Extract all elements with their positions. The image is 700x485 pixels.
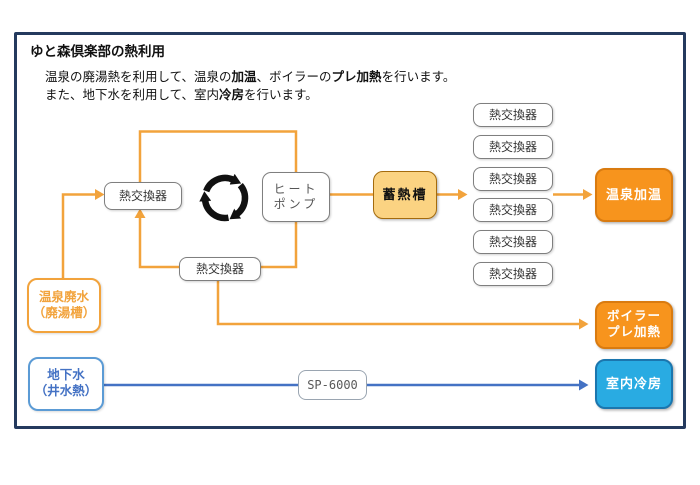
node-label: ボイラー: [606, 309, 661, 324]
node-label: 熱交換器: [488, 107, 537, 122]
node-heat-exchanger-left: 熱交換器: [104, 182, 182, 210]
node-label: ポンプ: [273, 197, 319, 211]
node-heat-storage-tank: 蓄熱槽: [373, 171, 437, 219]
node-heat-exchanger-column-4: 熱交換器: [473, 198, 553, 222]
node-label: 熱交換器: [118, 188, 167, 203]
node-label: （廃湯槽）: [32, 305, 96, 320]
line-waste-to-hx-left: [61, 189, 105, 278]
node-onsen-heating: 温泉加温: [595, 168, 673, 222]
page-border: [14, 32, 686, 429]
description-line-2: また、地下水を利用して、室内冷房を行います。: [45, 88, 318, 102]
node-room-cooling: 室内冷房: [595, 359, 673, 409]
node-label: SP-6000: [307, 377, 358, 392]
node-label: （井水熱）: [34, 384, 98, 398]
node-label: 熱交換器: [488, 139, 537, 154]
node-groundwater: 地下水 （井水熱）: [28, 357, 104, 411]
node-heat-exchanger-column-5: 熱交換器: [473, 230, 553, 254]
node-heat-exchanger-column-1: 熱交換器: [473, 103, 553, 127]
node-label: 熱交換器: [195, 261, 244, 276]
node-heat-exchanger-column-3: 熱交換器: [473, 167, 553, 191]
node-label: 温泉加温: [605, 186, 662, 202]
page-title: ゆと森倶楽部の熱利用: [30, 44, 165, 59]
node-heat-exchanger-column-6: 熱交換器: [473, 262, 553, 286]
node-boiler-preheat: ボイラー プレ加熱: [595, 301, 673, 349]
node-label: 熱交換器: [488, 234, 537, 249]
node-label: 温泉廃水: [38, 289, 89, 304]
recycle-icon: [199, 173, 249, 222]
node-label: 熱交換器: [488, 266, 537, 281]
description-line-1: 温泉の廃湯熱を利用して、温泉の加温、ボイラーのプレ加熱を行います。: [45, 70, 456, 84]
node-label: 地下水: [47, 368, 85, 383]
node-label: プレ加熱: [606, 325, 661, 339]
line-hx-bottom-to-boiler: [216, 281, 589, 330]
node-sp6000-unit: SP-6000: [298, 370, 367, 400]
node-hot-spring-wastewater: 温泉廃水 （廃湯槽）: [27, 278, 101, 333]
node-label: 蓄熱槽: [382, 186, 428, 202]
node-label: 室内冷房: [605, 375, 662, 391]
node-label: 熱交換器: [488, 202, 537, 217]
node-heat-exchanger-column-2: 熱交換器: [473, 135, 553, 159]
node-label: 熱交換器: [488, 171, 537, 186]
node-heat-exchanger-bottom: 熱交換器: [179, 257, 261, 281]
node-heat-pump: ヒート ポンプ: [262, 172, 330, 222]
node-label: ヒート: [273, 182, 319, 196]
